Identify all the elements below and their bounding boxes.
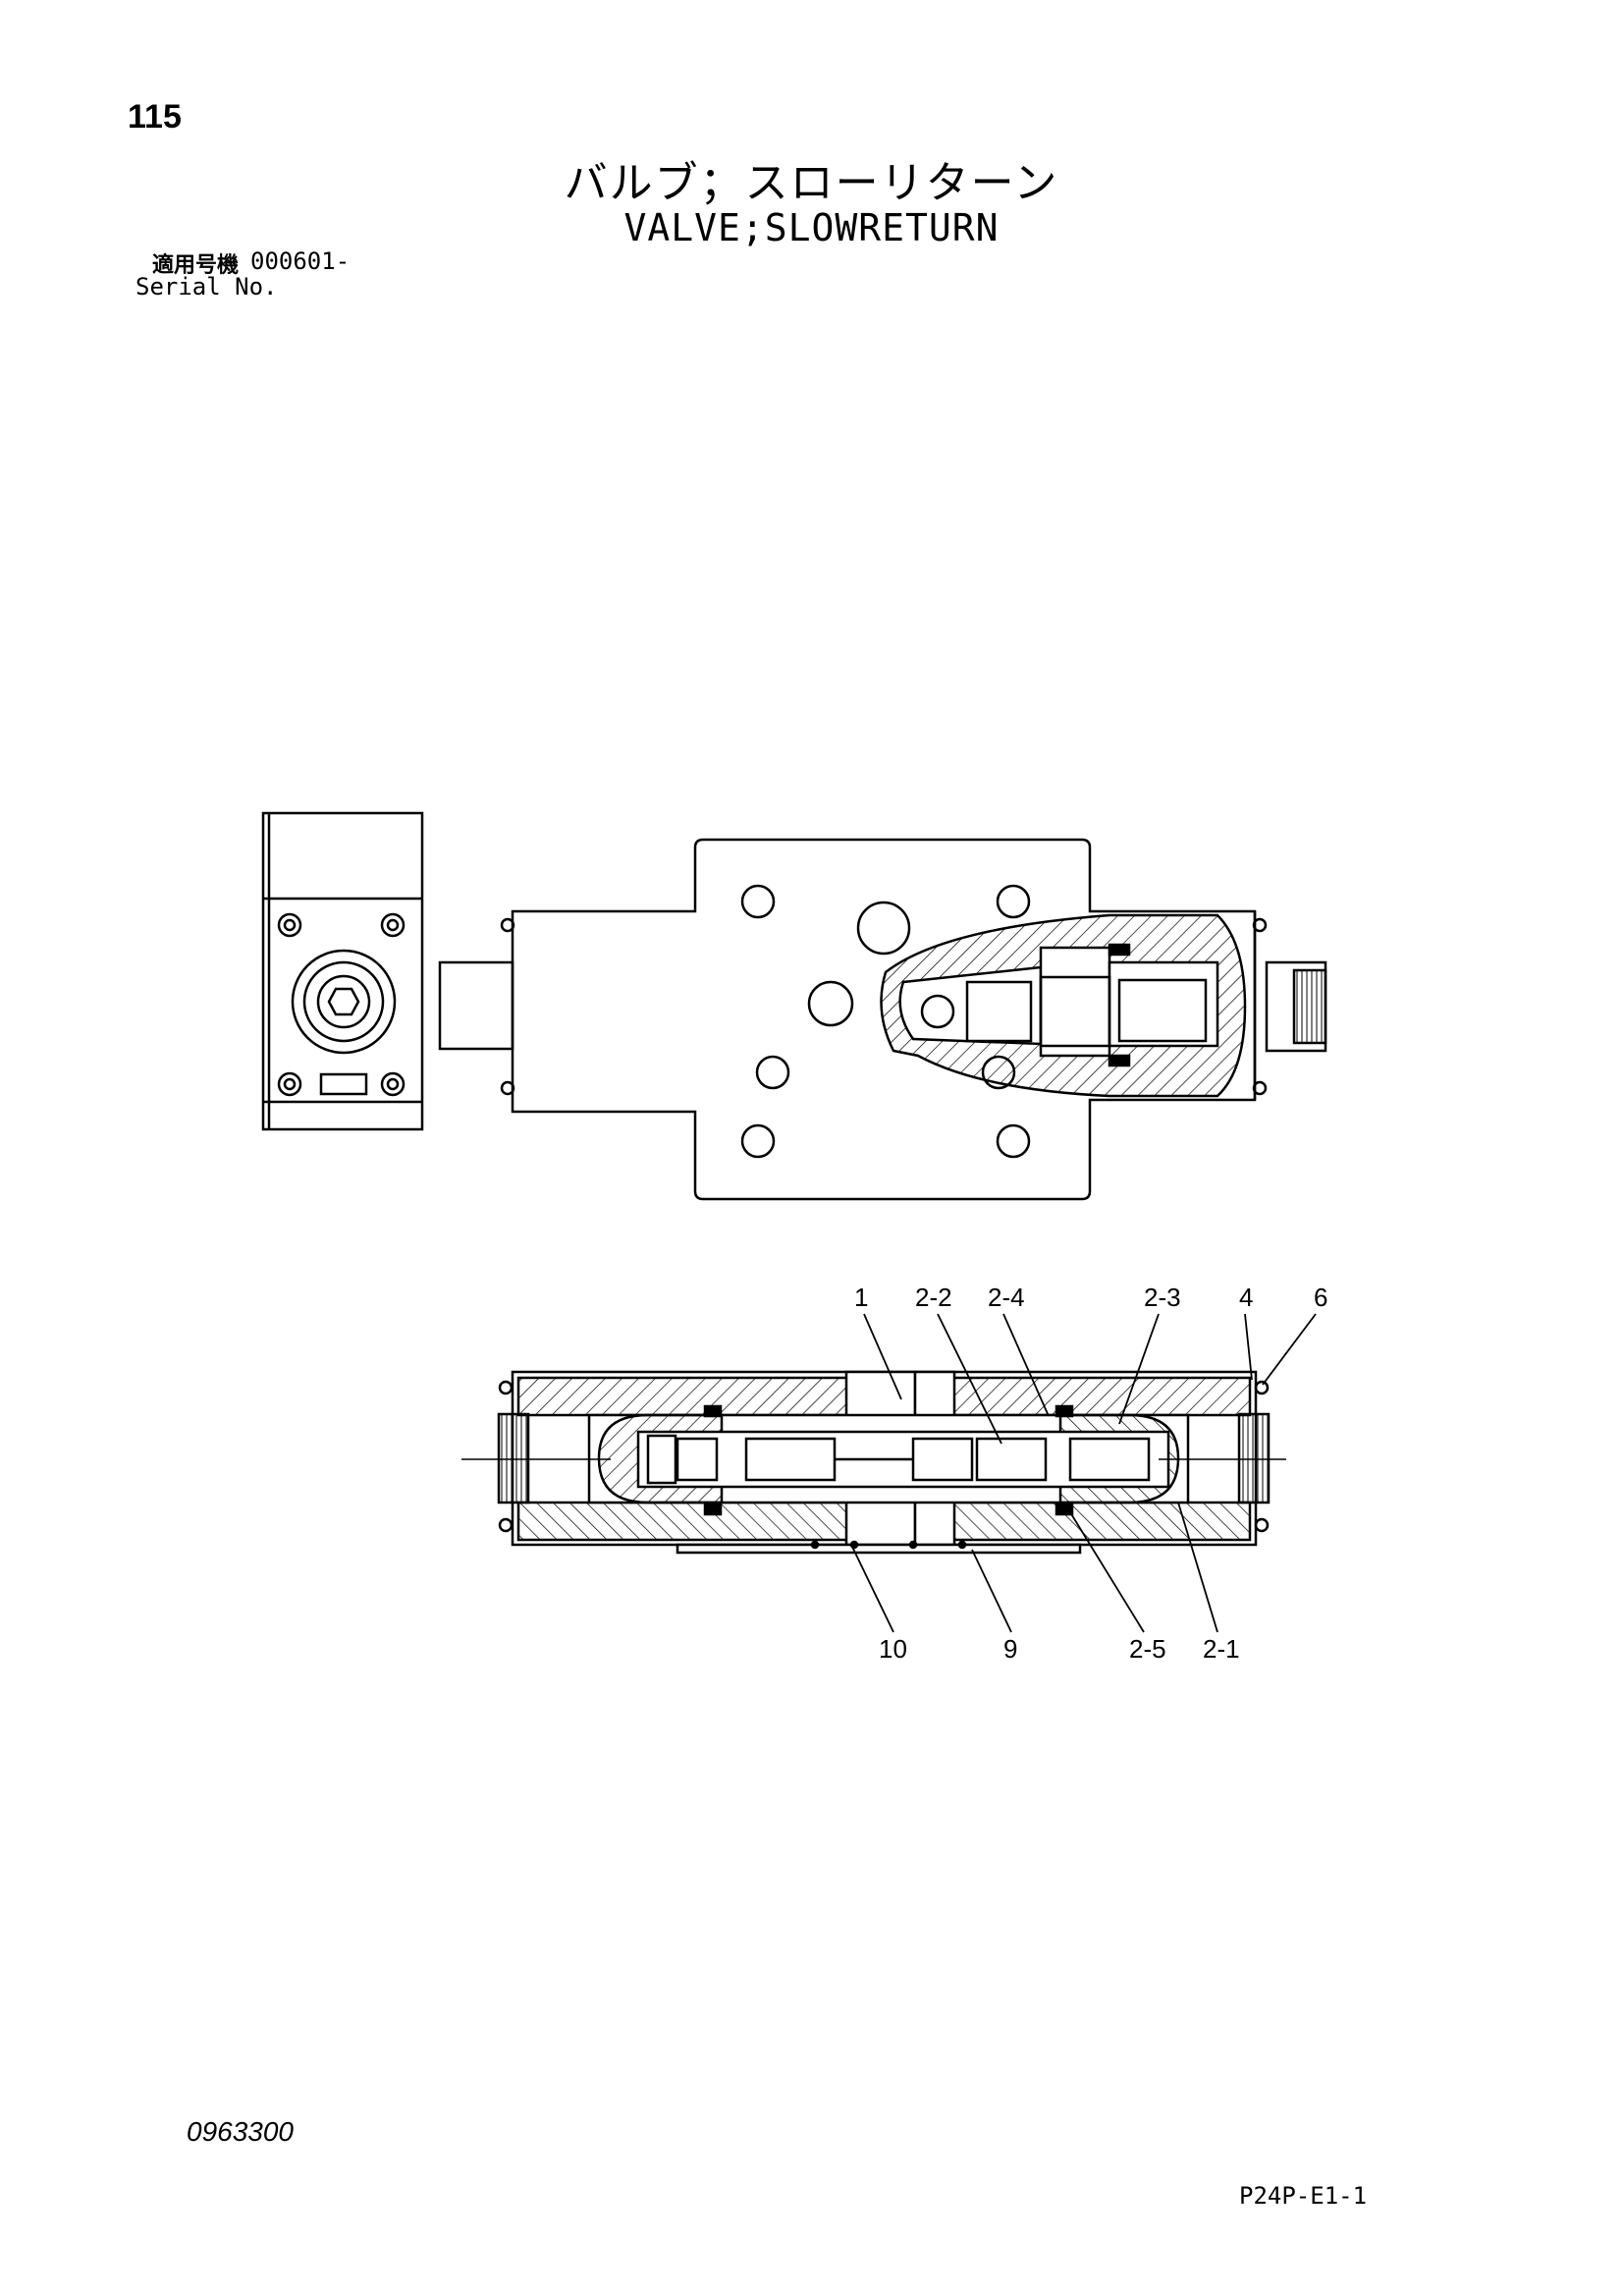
top-view <box>438 838 1327 1201</box>
part-label: 2-1 <box>1203 1634 1240 1664</box>
part-label: 2-2 <box>915 1283 952 1312</box>
leader-lines <box>851 1313 1317 1633</box>
title-japanese: バルブ；スローリターン <box>564 158 1059 208</box>
part-label: 1 <box>854 1283 868 1312</box>
serial-label-japanese: 適用号機 <box>152 253 240 278</box>
document-code: 0963300 <box>187 2116 295 2147</box>
serial-value: 000601- <box>250 247 351 275</box>
figure-code: P24P-E1-1 <box>1239 2182 1368 2210</box>
part-label: 4 <box>1239 1283 1253 1312</box>
part-label: 2-5 <box>1129 1634 1166 1664</box>
serial-label-english: Serial No. <box>135 273 278 301</box>
part-label: 2-3 <box>1144 1283 1181 1312</box>
part-label: 2-4 <box>988 1283 1025 1312</box>
part-label: 10 <box>879 1634 907 1664</box>
page-number: 115 <box>128 98 182 136</box>
part-label: 6 <box>1314 1283 1327 1312</box>
title-english: VALVE;SLOWRETURN <box>623 206 1000 249</box>
part-labels: 1 2-2 2-4 2-3 4 6 10 9 2-5 2-1 <box>854 1283 1327 1664</box>
part-label: 9 <box>1003 1634 1017 1664</box>
side-view <box>261 811 424 1131</box>
section-view <box>461 1370 1286 1555</box>
